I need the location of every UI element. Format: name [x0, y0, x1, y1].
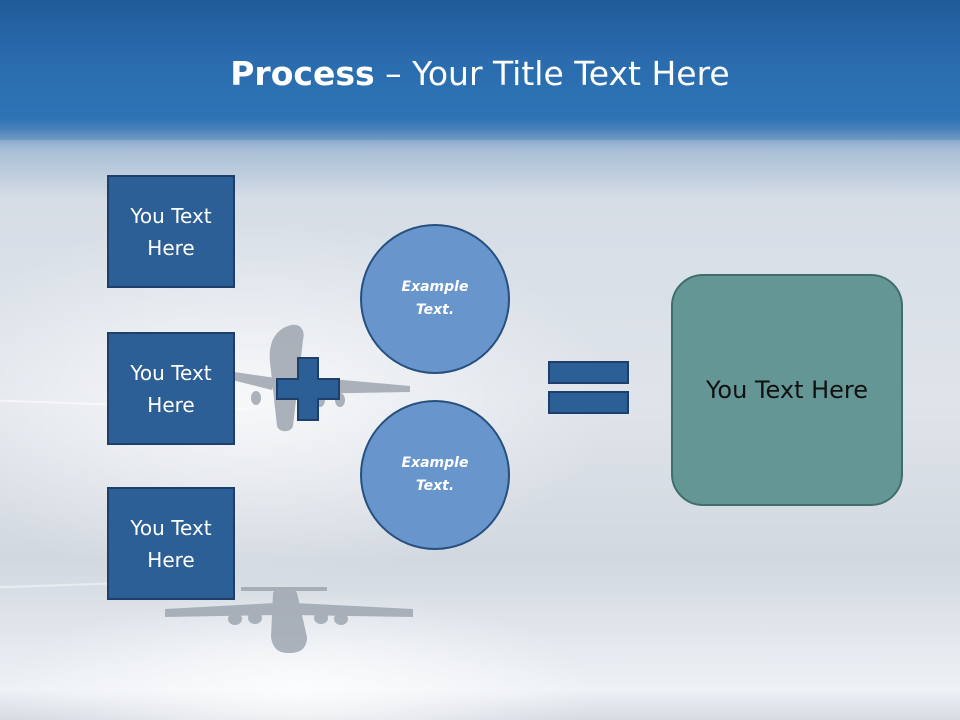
- text-box-label: You Text Here: [130, 360, 212, 417]
- title-bold: Process: [230, 54, 375, 93]
- circle-label: Example Text.: [401, 455, 469, 494]
- circle-label: Example Text.: [401, 279, 469, 318]
- text-box-3[interactable]: You Text Here: [107, 487, 235, 600]
- text-box-label: You Text Here: [130, 203, 212, 260]
- equals-icon[interactable]: [548, 361, 630, 415]
- slide-title[interactable]: Process – Your Title Text Here: [0, 52, 960, 96]
- text-box-label: You Text Here: [130, 515, 212, 572]
- text-box-1[interactable]: You Text Here: [107, 175, 235, 288]
- example-circle-2[interactable]: Example Text.: [360, 400, 510, 550]
- result-box[interactable]: You Text Here: [671, 274, 903, 506]
- title-rest: – Your Title Text Here: [374, 54, 730, 93]
- result-label: You Text Here: [705, 376, 869, 404]
- airplane-silhouette-icon: [165, 587, 413, 653]
- plus-icon[interactable]: [276, 357, 340, 421]
- title-bar: [0, 0, 960, 140]
- text-box-2[interactable]: You Text Here: [107, 332, 235, 445]
- example-circle-1[interactable]: Example Text.: [360, 224, 510, 374]
